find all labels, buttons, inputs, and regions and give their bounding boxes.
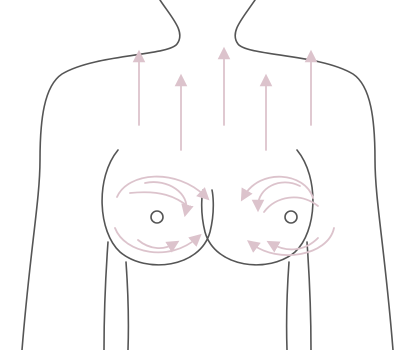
- right-inner-arm-line: [307, 242, 311, 350]
- left-neck-shoulder-line: [22, 0, 180, 350]
- right-circular-arrow-lower-inner: [272, 238, 318, 249]
- left-circular-arrow-middle: [145, 182, 186, 211]
- right-nipple: [285, 211, 297, 223]
- right-circular-arrow-lower: [252, 228, 334, 255]
- right-circular-arrow-inner-top: [264, 197, 318, 212]
- right-circular-arrows: [244, 177, 334, 255]
- body-outline: [22, 0, 393, 350]
- right-torso-line: [287, 262, 289, 350]
- left-circular-arrow-lower-inner: [138, 240, 174, 248]
- left-circular-arrows: [115, 177, 205, 253]
- left-inner-arm-line: [104, 242, 108, 350]
- left-nipple: [151, 211, 163, 223]
- right-circular-arrow-middle: [258, 182, 300, 206]
- right-neck-shoulder-line: [235, 0, 393, 350]
- left-torso-line: [126, 262, 128, 350]
- right-circular-arrow-outer: [244, 177, 313, 198]
- upward-arrows: [139, 53, 311, 150]
